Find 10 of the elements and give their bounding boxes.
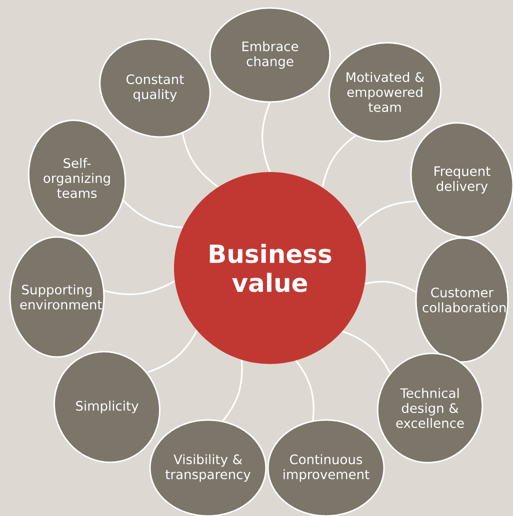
connector-line (121, 198, 184, 228)
connector-line (148, 330, 198, 373)
connector-line (356, 200, 416, 229)
connector-line (342, 330, 391, 374)
connector-line (364, 280, 417, 294)
connector-line (295, 360, 314, 422)
connector-line (262, 102, 271, 172)
connector-line (104, 280, 176, 296)
connector-line (322, 134, 358, 188)
connector-line (222, 360, 243, 422)
